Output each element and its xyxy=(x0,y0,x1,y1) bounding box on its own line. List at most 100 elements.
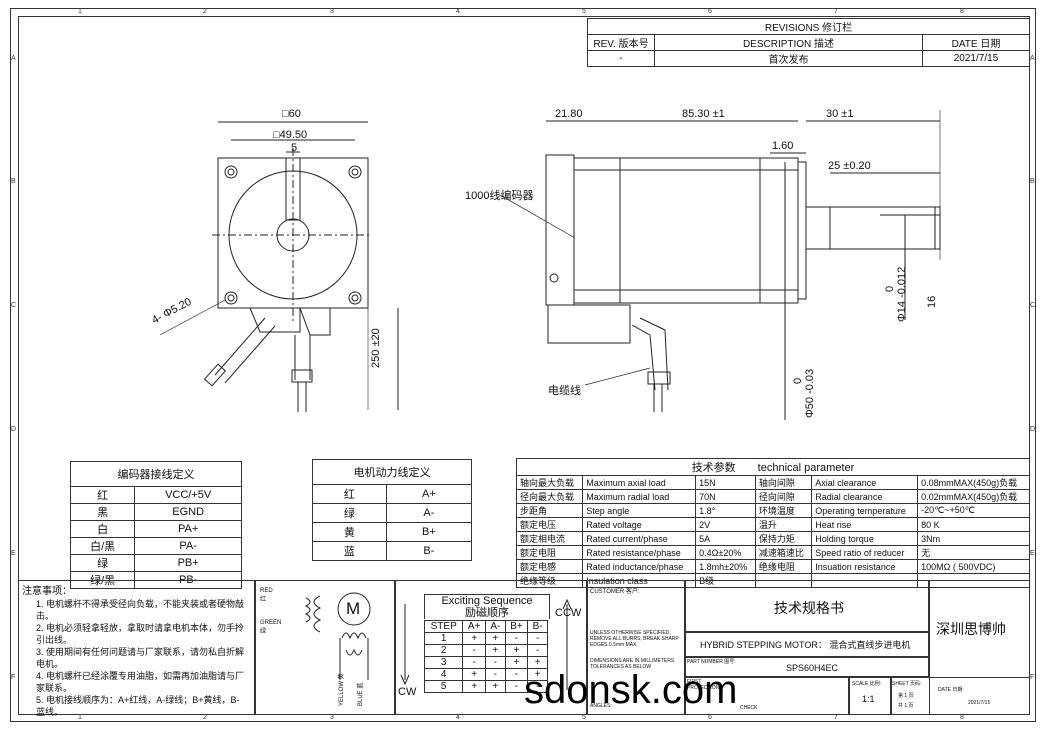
param-en: Insuation resistance xyxy=(811,559,919,574)
notes-title: 注意事项： xyxy=(22,586,72,597)
date-value: 2021/7/15 xyxy=(922,50,1030,67)
title-block-sign xyxy=(684,676,850,715)
encoder-wire-color: 白/黑 xyxy=(69,537,136,555)
front-view xyxy=(159,121,399,412)
encoder-wire-signal: EGND xyxy=(134,503,242,521)
param-en: Axial clearance xyxy=(811,475,919,490)
label-cable: 电缆线 xyxy=(548,385,581,397)
note-item: 3. 使用期间有任何问题请与厂家联系，请勿私自折解电机。 xyxy=(36,647,245,669)
first-projection-label: FIRST PROJECTION xyxy=(687,679,720,691)
seq-cell: + xyxy=(462,632,486,645)
note-item: 1. 电机螺杆不得承受径向负载，不能夹装或者硬物敲击。 xyxy=(36,599,245,621)
dim-shaft-dia: Φ14 -0.012 xyxy=(896,266,908,322)
ccw-label: CCW xyxy=(555,607,582,619)
dim-cable-length: 250 ±20 xyxy=(370,328,382,368)
cw-label: CW xyxy=(398,686,417,698)
seq-header: A+ xyxy=(462,620,486,633)
dim-flat-length: 25 ±0.20 xyxy=(828,160,871,172)
param-value: 3Nm xyxy=(917,531,1030,546)
date-value: 2021/7/15 xyxy=(968,700,991,706)
encoder-wire-signal: PA- xyxy=(134,537,242,555)
param-value: 80 K xyxy=(917,517,1030,532)
seq-cell: 3 xyxy=(423,656,464,669)
param-value: 1.8° xyxy=(695,503,756,518)
param-cn: 径向间隙 xyxy=(754,489,813,504)
param-en: Radial clearance xyxy=(811,489,919,504)
param-value: 2V xyxy=(695,517,756,532)
encoder-table-title: 编码器接线定义 xyxy=(70,461,242,487)
sheet-total: 共 1 页 xyxy=(898,703,914,709)
product-name: HYBRID STEPPING MOTOR： 混合式直线步进电机 xyxy=(700,640,911,650)
param-cn: 轴向最大负载 xyxy=(515,475,584,490)
title-block-scale xyxy=(848,676,892,715)
seq-cell: 1 xyxy=(423,632,464,645)
param-en: Rated current/phase xyxy=(582,531,697,546)
note-item: 4. 电机螺杆已经涂覆专用油脂，如需再加油脂请与厂家联系。 xyxy=(36,671,245,693)
title-block-product xyxy=(684,631,930,658)
param-en: Rated inductance/phase xyxy=(582,559,697,574)
spec-title: 技术规格书 xyxy=(774,600,844,616)
param-en: Rated voltage xyxy=(582,517,697,532)
param-value: 无 xyxy=(917,545,1030,560)
power-wire-color: 蓝 xyxy=(312,541,387,561)
label-encoder: 1000线编码器 xyxy=(465,190,534,202)
dim-shaft-length: 30 ±1 xyxy=(826,108,854,120)
seq-cell: 4 xyxy=(423,668,464,681)
encoder-wire-signal: PA+ xyxy=(134,520,242,538)
power-wire-color: 黄 xyxy=(312,522,387,542)
param-value: 100MΩ ( 500VDC) xyxy=(917,559,1030,574)
note-item: 5. 电机接线顺序为：A+红线，A-绿线；B+黄线，B-蓝线。 xyxy=(36,695,240,717)
seq-cell: - xyxy=(462,644,486,657)
param-en: Maximum axial load xyxy=(582,475,697,490)
param-en: Step angle xyxy=(582,503,697,518)
param-value: 0.08mmMAX(450g)负载 xyxy=(917,475,1030,490)
power-wire-phase: A- xyxy=(385,503,473,523)
encoder-wire-color: 白 xyxy=(69,520,136,538)
encoder-wire-signal: VCC/+5V xyxy=(134,486,242,504)
customer-label: CUSTOMER 客户: xyxy=(590,589,640,595)
seq-header: STEP xyxy=(423,620,464,633)
power-wire-color: 绿 xyxy=(312,503,387,523)
title-block-company-box xyxy=(928,580,1030,678)
dim-pilot-upper: 0 xyxy=(792,377,804,384)
tolerance-note: UNLESS OTHERWISE SPECIFIED, REMOVE ALL B… xyxy=(590,630,679,648)
power-wire-phase: A+ xyxy=(385,484,473,504)
dim-hole-pitch: □49.50 xyxy=(273,129,308,141)
seq-cell: + xyxy=(504,644,529,657)
sequence-title-en: Exciting Sequence xyxy=(441,595,533,607)
seq-header: B- xyxy=(527,620,548,633)
param-en: Maximum radial load xyxy=(582,489,697,504)
seq-cell: + xyxy=(504,656,529,669)
scale-label: SCALE 比例: xyxy=(852,681,882,687)
side-view xyxy=(499,110,941,420)
title-block-sheet xyxy=(890,676,930,715)
scale-value: 1:1 xyxy=(862,694,875,704)
part-number-label: PART NUMBER 图号: xyxy=(687,659,736,665)
dim-16: 16 xyxy=(926,295,938,308)
watermark: sdonsk.com xyxy=(524,668,738,712)
param-cn: 绝缘电阻 xyxy=(754,559,813,574)
title-block-left xyxy=(586,580,686,715)
param-en: Rated resistance/phase xyxy=(582,545,697,560)
wire-red-label: RED 红 xyxy=(260,588,273,603)
sequence-title-cn: 励磁顺序 xyxy=(465,607,509,619)
revisions-table: REVISIONS 修订栏 REV. 版本号 DESCRIPTION 描述 DA… xyxy=(587,18,1030,67)
dim-key: 5 xyxy=(291,142,298,154)
seq-cell: - xyxy=(527,644,548,657)
wire-green-label: GREEN 绿 xyxy=(260,620,282,635)
param-cn: 额定相电流 xyxy=(515,531,584,546)
check-label: CHECK xyxy=(740,705,758,711)
param-cn: 轴向间隙 xyxy=(754,475,813,490)
param-en: Holding torque xyxy=(811,531,919,546)
dim-body-length: 85.30 ±1 xyxy=(682,108,725,120)
seq-cell: - xyxy=(484,668,506,681)
param-cn: 减速箱速比 xyxy=(754,545,813,560)
seq-cell: - xyxy=(527,632,548,645)
param-value: 0.4Ω±20% xyxy=(695,545,756,560)
param-en: Operating temperature xyxy=(811,503,919,518)
param-cn: 额定电压 xyxy=(515,517,584,532)
param-cn: 径向最大负载 xyxy=(515,489,584,504)
encoder-wire-color: 红 xyxy=(69,486,136,504)
